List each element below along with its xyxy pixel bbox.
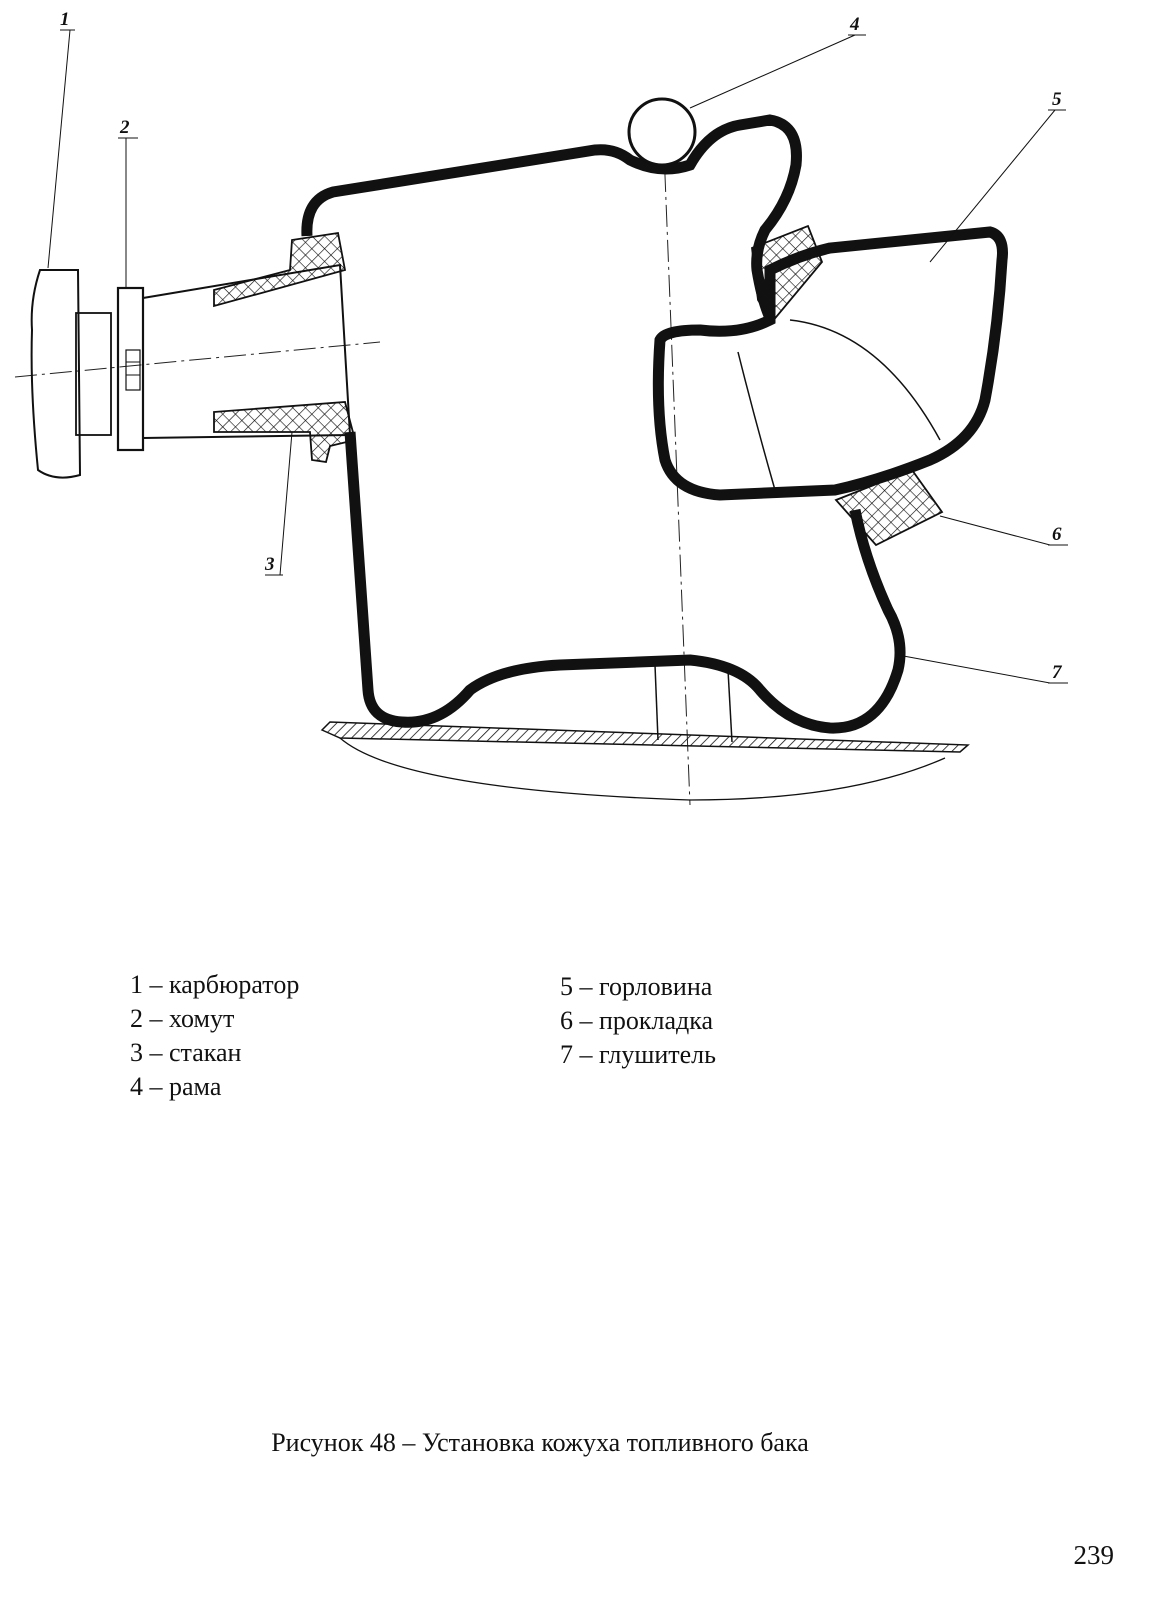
legend-item: 6 – прокладка bbox=[560, 1006, 714, 1035]
fuel-tank-cover-diagram: 1 2 3 4 5 6 7 bbox=[14, 9, 1068, 806]
legend-right: 5 – горловина 6 – прокладка 7 – глушител… bbox=[560, 970, 716, 1072]
figure-caption: Рисунок 48 – Установка кожуха топливного… bbox=[271, 1428, 809, 1457]
carburetor bbox=[30, 269, 82, 479]
intake-pipe bbox=[142, 263, 352, 439]
callout-1: 1 bbox=[60, 9, 70, 30]
legend-item: 1 – карбюратор bbox=[130, 970, 300, 999]
rubber-cup-bottom bbox=[213, 401, 357, 464]
callout-7: 7 bbox=[1052, 662, 1063, 683]
upper-gasket bbox=[751, 224, 824, 324]
filler-neck-hatch bbox=[654, 228, 1006, 499]
page-number: 239 bbox=[1073, 1540, 1115, 1570]
callout-4: 4 bbox=[849, 14, 860, 35]
filler-neck bbox=[652, 226, 1008, 501]
callout-5: 5 bbox=[1052, 89, 1062, 110]
tank-cover-shell bbox=[301, 114, 906, 734]
vertical-axis-line bbox=[661, 99, 691, 806]
callout-3: 3 bbox=[264, 554, 275, 575]
carburetor-neck bbox=[75, 312, 112, 436]
legend-item: 3 – стакан bbox=[130, 1038, 242, 1067]
callout-6: 6 bbox=[1052, 524, 1062, 545]
support-arc bbox=[339, 737, 946, 801]
legend-item: 5 – горловина bbox=[560, 972, 713, 1001]
legend-left: 1 – карбюратор 2 – хомут 3 – стакан 4 – … bbox=[130, 968, 299, 1104]
clamp-screw bbox=[125, 349, 141, 391]
legend-item: 7 – глушитель bbox=[560, 1040, 716, 1069]
legend-item: 2 – хомут bbox=[130, 1004, 235, 1033]
clamp bbox=[116, 286, 145, 452]
horizontal-axis-line bbox=[14, 341, 381, 378]
rubber-cup-top bbox=[213, 231, 347, 308]
lower-gasket bbox=[834, 468, 944, 547]
tank-cover-shell-hatch bbox=[303, 116, 904, 732]
support-base bbox=[320, 721, 970, 753]
legend-item: 4 – рама bbox=[130, 1072, 222, 1101]
filler-cap bbox=[737, 319, 941, 491]
frame-tube bbox=[627, 97, 697, 167]
callout-2: 2 bbox=[119, 117, 130, 138]
